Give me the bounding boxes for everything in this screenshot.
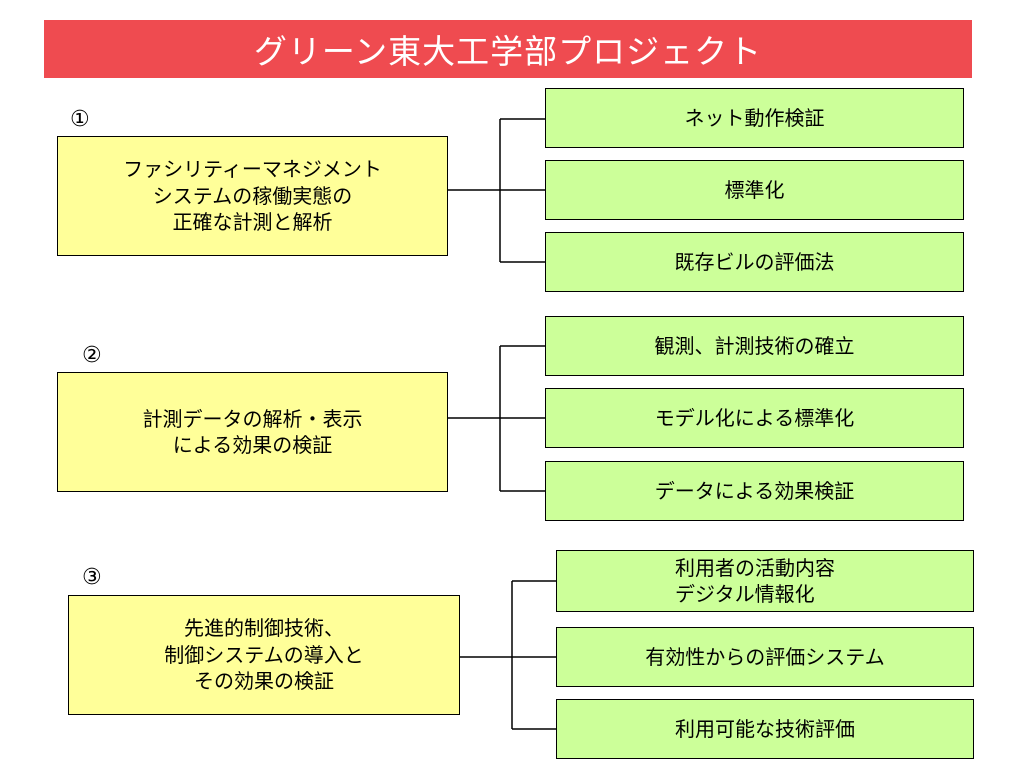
item-box: 既存ビルの評価法 [545, 232, 964, 292]
item-box: 観測、計測技術の確立 [545, 316, 964, 376]
item-box: モデル化による標準化 [545, 388, 964, 448]
group-number: ② [82, 343, 102, 368]
item-box: 有効性からの評価システム [556, 627, 974, 687]
group-number: ③ [82, 565, 102, 590]
main-box: ファシリティーマネジメント システムの稼働実態の 正確な計測と解析 [57, 136, 448, 256]
main-box: 計測データの解析・表示 による効果の検証 [57, 372, 448, 492]
item-box: 利用者の活動内容 デジタル情報化 [556, 550, 974, 612]
item-box: 利用可能な技術評価 [556, 699, 974, 759]
item-box: データによる効果検証 [545, 461, 964, 521]
page-title: グリーン東大工学部プロジェクト [253, 32, 763, 71]
group-number: ① [70, 107, 90, 132]
item-box: ネット動作検証 [545, 88, 964, 148]
item-box: 標準化 [545, 160, 964, 220]
main-box: 先進的制御技術、 制御システムの導入と その効果の検証 [68, 595, 460, 715]
title-banner: グリーン東大工学部プロジェクト [44, 20, 972, 78]
